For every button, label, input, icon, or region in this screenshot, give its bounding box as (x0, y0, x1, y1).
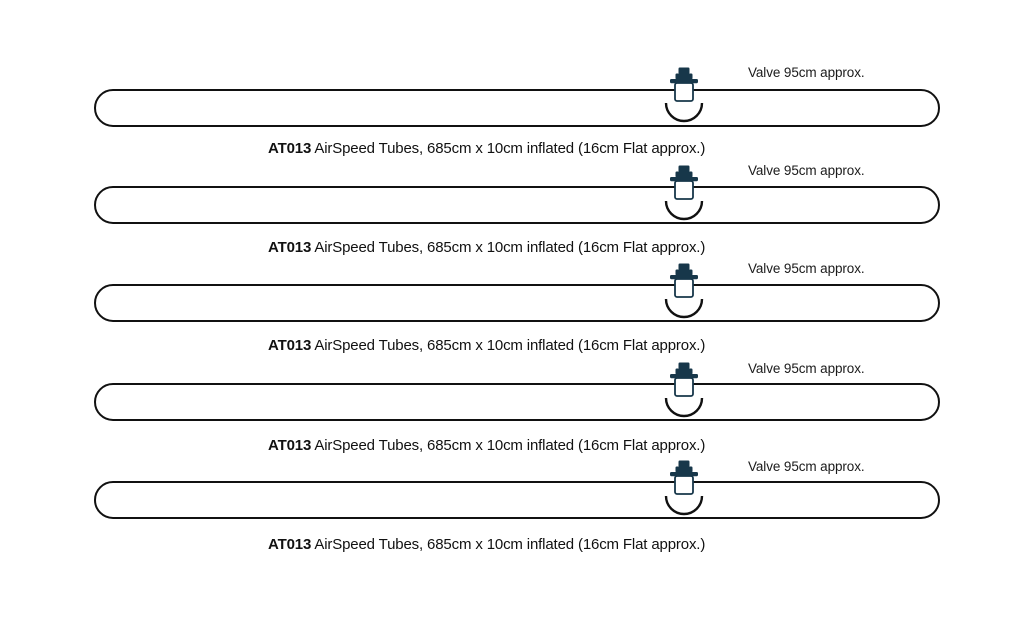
tube-outline (94, 186, 940, 224)
product-description: AirSpeed Tubes, 685cm x 10cm inflated (1… (311, 536, 706, 553)
product-description: AirSpeed Tubes, 685cm x 10cm inflated (1… (311, 437, 706, 454)
tube-caption: AT013 AirSpeed Tubes, 685cm x 10cm infla… (268, 438, 705, 453)
product-code: AT013 (268, 536, 312, 553)
product-code: AT013 (268, 140, 312, 157)
tube-caption: AT013 AirSpeed Tubes, 685cm x 10cm infla… (268, 141, 705, 156)
product-code: AT013 (268, 239, 312, 256)
tube-caption: AT013 AirSpeed Tubes, 685cm x 10cm infla… (268, 240, 705, 255)
valve-label: Valve 95cm approx. (748, 361, 865, 376)
product-code: AT013 (268, 337, 312, 354)
valve-label: Valve 95cm approx. (748, 261, 865, 276)
tube-caption: AT013 AirSpeed Tubes, 685cm x 10cm infla… (268, 537, 705, 552)
valve-label: Valve 95cm approx. (748, 163, 865, 178)
product-description: AirSpeed Tubes, 685cm x 10cm inflated (1… (311, 337, 706, 354)
valve-label: Valve 95cm approx. (748, 459, 865, 474)
valve-icon (664, 455, 704, 516)
tube-outline (94, 481, 940, 519)
product-code: AT013 (268, 437, 312, 454)
tube-caption: AT013 AirSpeed Tubes, 685cm x 10cm infla… (268, 338, 705, 353)
valve-icon (664, 258, 704, 319)
valve-icon (664, 357, 704, 418)
valve-icon (664, 62, 704, 123)
tube-outline (94, 383, 940, 421)
product-description: AirSpeed Tubes, 685cm x 10cm inflated (1… (311, 140, 706, 157)
product-description: AirSpeed Tubes, 685cm x 10cm inflated (1… (311, 239, 706, 256)
valve-icon (664, 160, 704, 221)
valve-label: Valve 95cm approx. (748, 65, 865, 80)
tube-outline (94, 89, 940, 127)
tube-outline (94, 284, 940, 322)
